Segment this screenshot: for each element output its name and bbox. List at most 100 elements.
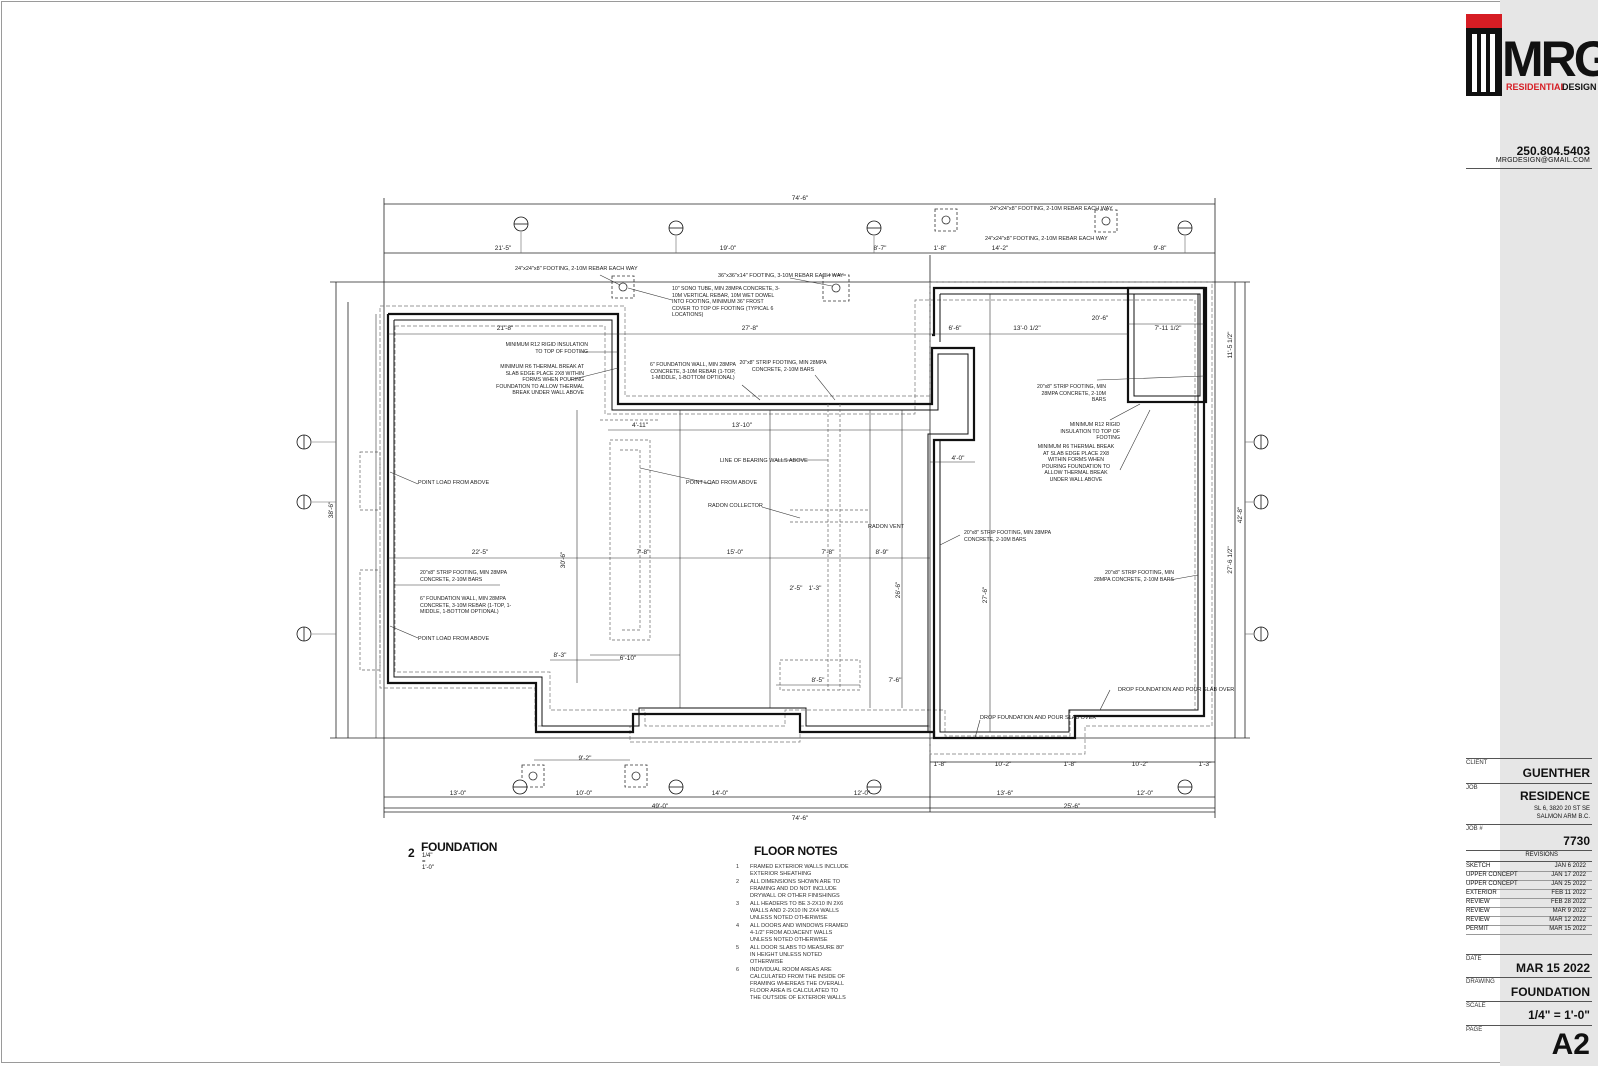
- dim-bottom-2: 10'-0": [576, 790, 593, 797]
- divider: [1466, 1001, 1592, 1002]
- divider: [1466, 168, 1592, 169]
- dim-bottom2-4: 10'-2": [1132, 761, 1149, 768]
- dim-bottom-4: 12'-0": [854, 790, 871, 797]
- title-block: MRG RESIDENTIAL DESIGN 250.804.5403 MRGD…: [1466, 0, 1598, 1066]
- section-marker-icon: [512, 779, 528, 795]
- dim-bottom-3: 14'-0": [712, 790, 729, 797]
- dim-int-5: 20'-6": [1092, 315, 1109, 322]
- note-radon-collector: RADON COLLECTOR: [708, 503, 763, 509]
- dim-int-7: 4'-11": [632, 422, 649, 429]
- dim-bottom-1: 13'-0": [450, 790, 467, 797]
- divider: [1466, 850, 1592, 851]
- scale-value: 1/4" = 1'-0": [1528, 1008, 1590, 1022]
- foundation-walls-inner: [393, 293, 1199, 733]
- address-line-2: SALMON ARM B.C.: [1536, 814, 1590, 820]
- section-markers: [296, 216, 1269, 795]
- view-name: FOUNDATION: [421, 840, 498, 854]
- note-rigid-insulation-left: MINIMUM R12 RIGID INSULATION TO TOP OF F…: [505, 342, 588, 355]
- dim-top-5: 14'-2": [992, 245, 1009, 252]
- view-scale: 1/4" = 1'-0": [422, 853, 434, 871]
- interior-dimensions: [375, 294, 1204, 761]
- section-marker-lines: [312, 232, 1253, 635]
- dim-int-2: 27'-8": [742, 325, 759, 332]
- note-rigid-insulation-right: MINIMUM R12 RIGID INSULATION TO TOP OF F…: [1060, 422, 1120, 440]
- note-strip-right: 20"x8" STRIP FOOTING, MIN 28MPA CONCRETE…: [1093, 570, 1174, 583]
- bearing-lines: [359, 404, 870, 691]
- section-marker-icon: [1253, 494, 1269, 510]
- dim-int-19: 2'-5": [790, 585, 804, 592]
- dim-int-9: 22'-5": [472, 549, 489, 556]
- scale-label: SCALE: [1466, 1003, 1486, 1009]
- client-label: CLIENT: [1466, 760, 1488, 766]
- logo-text: MRG: [1502, 31, 1598, 87]
- divider: [1466, 824, 1592, 825]
- pad-footings: [521, 208, 1118, 788]
- note-foundation-wall-top: 6" FOUNDATION WALL, MIN 28MPA CONCRETE, …: [650, 362, 736, 381]
- dim-int-6: 7'-11 1/2": [1155, 325, 1183, 332]
- dim-bottom-6: 12'-0": [1137, 790, 1154, 797]
- dim-int-12: 7'-8": [822, 549, 836, 556]
- section-marker-icon: [296, 626, 312, 642]
- dim-int-10: 7'-8": [637, 549, 651, 556]
- dim-top-2: 19'-0": [720, 245, 737, 252]
- note-sono-tube: 10" SONO TUBE, MIN 28MPA CONCRETE, 3-10M…: [672, 286, 780, 318]
- mrg-logo: MRG RESIDENTIAL DESIGN: [1466, 14, 1598, 96]
- section-marker-icon: [296, 494, 312, 510]
- revisions-label: REVISIONS: [1525, 852, 1558, 858]
- logo-sub-residential: RESIDENTIAL: [1506, 82, 1567, 92]
- section-marker-icon: [296, 434, 312, 450]
- section-marker-icon: [866, 220, 882, 236]
- divider: [1466, 1025, 1592, 1026]
- note-point-load-1: POINT LOAD FROM ABOVE: [418, 480, 489, 486]
- note-footing-24-a: 24"x24"x8" FOOTING, 2-10M REBAR EACH WAY: [515, 266, 638, 272]
- section-marker-icon: [668, 779, 684, 795]
- divider: [1466, 783, 1592, 784]
- drawing-label: DRAWING: [1466, 979, 1495, 985]
- page-number: A2: [1551, 1028, 1590, 1061]
- dim-int-15: 6'-10": [620, 655, 637, 662]
- note-strip-top: 20"x8" STRIP FOOTING, MIN 28MPA CONCRETE…: [739, 360, 827, 373]
- section-marker-icon: [1177, 779, 1193, 795]
- dim-int-26: 11'-5 1/2": [1227, 331, 1234, 359]
- note-bearing: LINE OF BEARING WALLS ABOVE: [720, 458, 808, 464]
- note-strip-right-top: 20"x8" STRIP FOOTING, MIN 28MPA CONCRETE…: [1036, 384, 1106, 402]
- drawing-name: FOUNDATION: [1510, 985, 1590, 999]
- dim-top-3: 8'-7": [874, 245, 888, 252]
- note-thermal-break-right: MINIMUM R6 THERMAL BREAK AT SLAB EDGE PL…: [1037, 444, 1115, 483]
- phone-number: 250.804.5403: [1516, 144, 1590, 158]
- dim-int-20: 1'-3": [809, 585, 823, 592]
- dim-int-4: 13'-0 1/2": [1013, 325, 1041, 332]
- dim-int-14: 8'-3": [554, 652, 568, 659]
- dim-right-overall: 42'-8": [1237, 506, 1244, 523]
- floor-notes-heading: FLOOR NOTES: [754, 844, 838, 858]
- divider: [1466, 861, 1592, 862]
- small-room-walls: [1126, 286, 1208, 404]
- dim-int-25: 27'-6 1/2": [1227, 546, 1234, 574]
- dim-bottom2-1: 1'-8": [934, 761, 948, 768]
- section-marker-icon: [1253, 626, 1269, 642]
- note-radon-vent: RADON VENT: [868, 524, 905, 530]
- dim-int-1: 21'-8": [497, 325, 514, 332]
- section-marker-icon: [1253, 434, 1269, 450]
- dim-bottom-total-left: 49'-0": [652, 803, 669, 810]
- note-footing-24-c: 24"x24"x8" FOOTING, 2-10M REBAR EACH WAY: [985, 236, 1108, 242]
- logo-sub-design: DESIGN: [1562, 82, 1597, 92]
- note-strip-left: 20"x8" STRIP FOOTING, MIN 28MPA CONCRETE…: [420, 570, 507, 583]
- dim-int-3: 6'-6": [949, 325, 963, 332]
- note-footing-36: 36"x36"x14" FOOTING, 3-10M REBAR EACH WA…: [718, 273, 844, 279]
- note-point-load-2: POINT LOAD FROM ABOVE: [686, 480, 757, 486]
- dim-int-18: 7'-6": [889, 677, 903, 684]
